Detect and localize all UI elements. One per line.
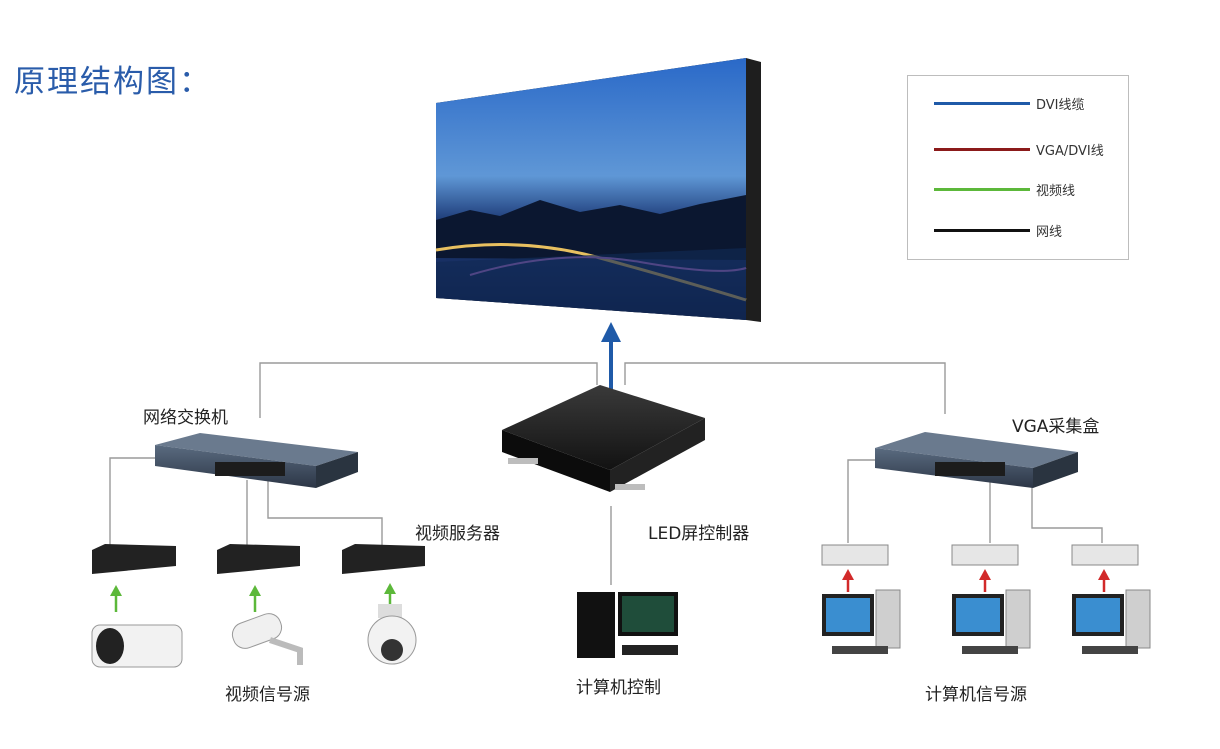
label-video-server: 视频服务器 — [415, 524, 500, 544]
legend-label-network: 网线 — [1036, 225, 1063, 240]
legend-item-video: 视频线 — [934, 180, 1124, 200]
legend-label-dvi: DVI线缆 — [1036, 98, 1085, 113]
video-line-arrows — [110, 583, 396, 612]
led-video-wall — [435, 58, 761, 322]
network-switch-device — [155, 433, 358, 488]
label-led-controller: LED屏控制器 — [648, 524, 750, 544]
label-network-switch: 网络交换机 — [143, 408, 228, 428]
video-server-device — [92, 544, 425, 574]
vga-capture-device — [875, 432, 1078, 488]
legend-line-vga — [934, 148, 1030, 151]
legend-line-network — [934, 229, 1030, 232]
legend-label-video: 视频线 — [1036, 184, 1076, 199]
legend-item-vga: VGA/DVI线 — [934, 140, 1124, 160]
source-computer-icon — [822, 589, 1151, 654]
legend-line-dvi — [934, 102, 1030, 105]
label-vga-box: VGA采集盒 — [1012, 417, 1100, 437]
label-pc-control: 计算机控制 — [576, 678, 661, 698]
camera-mounted-icon — [231, 613, 303, 665]
label-video-source: 视频信号源 — [225, 685, 310, 705]
label-pc-source: 计算机信号源 — [925, 685, 1027, 705]
legend-item-network: 网线 — [934, 221, 1124, 241]
legend-item-dvi: DVI线缆 — [934, 94, 1124, 114]
legend-box: DVI线缆 VGA/DVI线 视频线 网线 — [907, 75, 1129, 260]
camera-dome-icon — [367, 604, 417, 665]
legend-label-vga: VGA/DVI线 — [1036, 144, 1104, 159]
vga-line-arrows — [842, 569, 1110, 592]
vga-capture-box — [821, 544, 1139, 566]
page-title: 原理结构图： — [14, 64, 212, 100]
dvi-arrow-up — [601, 322, 621, 392]
legend-line-video — [934, 188, 1030, 191]
control-computer-icon — [577, 592, 678, 658]
camera-bullet-icon — [91, 624, 183, 668]
led-controller-device — [502, 385, 705, 492]
